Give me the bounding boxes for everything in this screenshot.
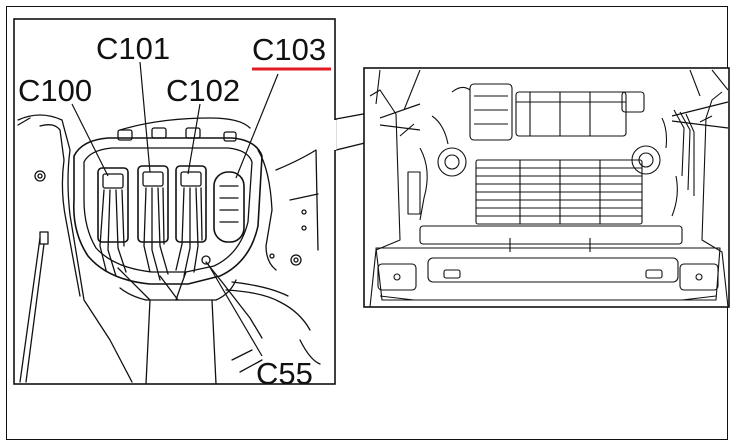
leader-lines: [71, 61, 279, 357]
label-c102: C102: [166, 73, 240, 108]
leader-line-c101: [139, 61, 151, 173]
label-c103: C103: [252, 32, 326, 67]
truck-engine-overview-panel: [363, 67, 730, 308]
detail-panel-border: [13, 18, 336, 385]
truck-front-engine-illustration: [369, 69, 729, 308]
label-c101: C101: [96, 31, 170, 66]
leader-line-c103: [235, 73, 279, 179]
overview-panel-border: [363, 67, 730, 308]
connector-bay-illustration: [17, 114, 321, 385]
overview-callout-lines: [379, 101, 729, 131]
leader-line-c55: [207, 263, 263, 357]
leader-line-c100: [71, 103, 109, 177]
label-c100: C100: [18, 73, 92, 108]
label-c55: C55: [256, 356, 313, 391]
connector-detail-panel: C100 C101 C102 C103 C55: [13, 18, 336, 391]
leader-line-c102: [187, 103, 201, 175]
